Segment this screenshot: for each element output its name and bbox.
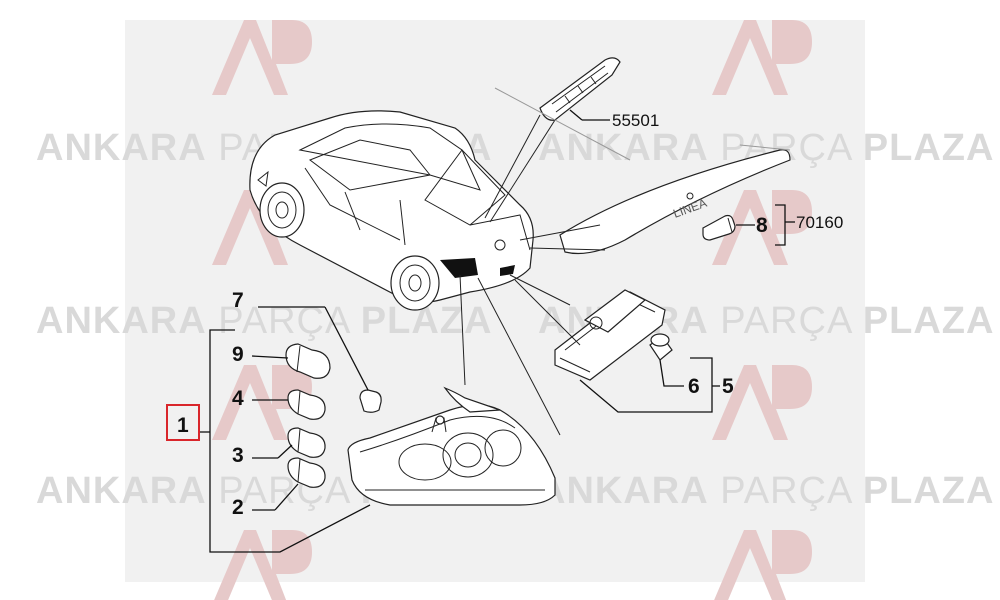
watermark-word: ANKARA (36, 470, 207, 512)
watermark-word: PARÇA (720, 300, 853, 342)
callout-2: 2 (232, 496, 244, 519)
callout-7: 7 (232, 289, 244, 312)
tail-lamp-assembly (347, 386, 556, 506)
logo-icon (714, 530, 812, 600)
bulb-3 (287, 427, 326, 458)
logo-icon (712, 365, 812, 440)
watermark-word: ANKARA (538, 470, 709, 512)
watermark-word: PLAZA (863, 300, 995, 342)
logo-icon (214, 530, 312, 600)
rear-wheel (390, 255, 440, 311)
highlight-box (166, 404, 200, 441)
part-number-55501: 55501 (612, 111, 659, 130)
wedge-bulb-6 (649, 333, 673, 361)
license-plate-lamp (554, 289, 666, 381)
svg-text:ANKARA PARÇA PLAZA: ANKARA PARÇA PLAZA (538, 127, 994, 169)
watermark-word: PARÇA (720, 470, 853, 512)
watermark-text: ANKARA PARÇA PLAZA ANKARA PARÇA PLAZA AN… (36, 127, 995, 512)
watermark-word: PARÇA (218, 470, 351, 512)
bulb-2 (287, 457, 326, 488)
callout-4: 4 (232, 387, 244, 410)
callout-9: 9 (232, 343, 244, 366)
watermark-word: PLAZA (863, 127, 995, 169)
watermark-word: ANKARA (538, 127, 709, 169)
festoon-bulb-8 (702, 214, 736, 241)
callout-8: 8 (756, 214, 768, 237)
part-number-70160: 70160 (796, 213, 843, 232)
callout-6: 6 (688, 375, 700, 398)
logo-icon (712, 20, 812, 95)
watermark-word: ANKARA (36, 300, 207, 342)
callout-1: 1 (177, 414, 189, 437)
front-wheel (259, 182, 305, 238)
bulb-4 (287, 389, 326, 420)
leader-lines (200, 87, 795, 553)
watermark-word: ANKARA (36, 127, 207, 169)
callouts: 55501 70160 8 7 9 4 3 2 6 5 1 (166, 111, 843, 519)
bulb-holder-7 (359, 389, 382, 413)
callout-5: 5 (722, 375, 734, 398)
callout-3: 3 (232, 444, 244, 467)
third-brake-light (539, 57, 621, 121)
watermark-word: PLAZA (863, 470, 995, 512)
svg-text:ANKARA PARÇA PLAZA: ANKARA PARÇA PLAZA (538, 470, 994, 512)
logo-icon (212, 365, 312, 440)
logo-icon (712, 190, 812, 265)
bulb-9 (285, 343, 331, 379)
logo-icon (212, 20, 312, 95)
svg-text:ANKARA PARÇA PLAZA: ANKARA PARÇA PLAZA (36, 300, 492, 342)
